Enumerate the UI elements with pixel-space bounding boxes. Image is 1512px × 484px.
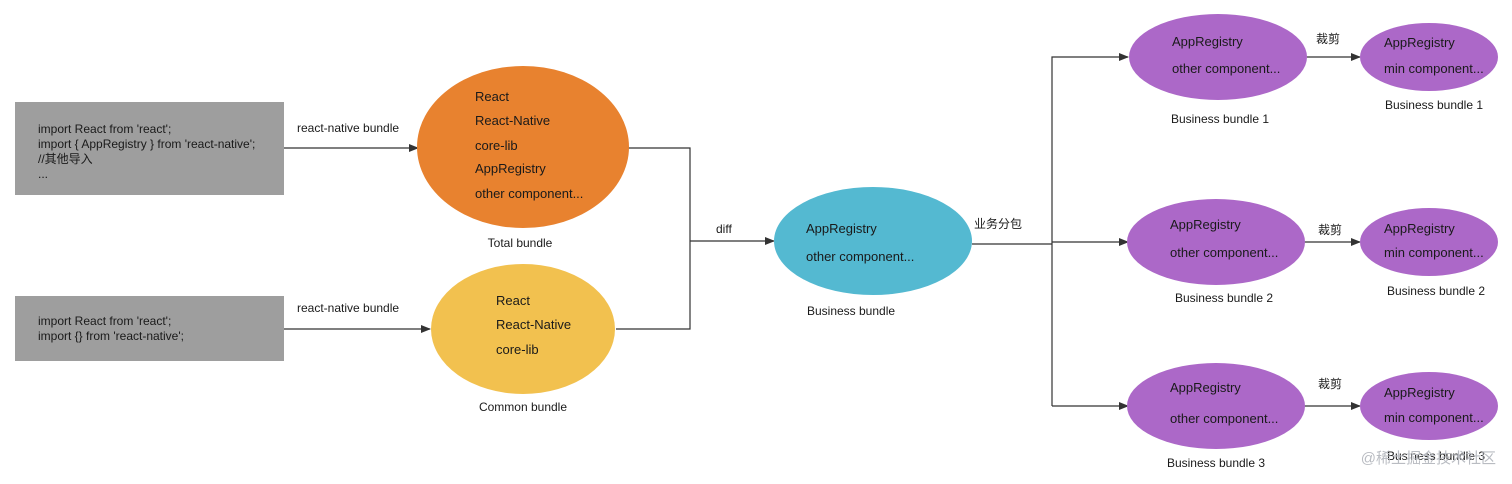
node-item: React: [475, 89, 509, 104]
edge-label-trim-3: 裁剪: [1318, 376, 1342, 391]
node-item: AppRegistry: [1172, 34, 1243, 49]
code-line: import { AppRegistry } from 'react-nativ…: [38, 137, 255, 151]
edge-label-diff: diff: [716, 222, 732, 236]
full-import-box: import React from 'react'; import { AppR…: [15, 102, 284, 195]
business-bundle-2-node: AppRegistry other component... Business …: [1127, 199, 1305, 305]
business-bundle-3-ellipse: [1127, 363, 1305, 449]
code-line: //其他导入: [38, 152, 93, 166]
node-caption: Business bundle: [807, 304, 895, 318]
node-item: other component...: [1170, 411, 1278, 426]
business-bundle-2-ellipse: [1127, 199, 1305, 285]
common-bundle-node: React React-Native core-lib Common bundl…: [431, 264, 615, 414]
node-caption: Business bundle 2: [1387, 284, 1485, 298]
business-bundle-3-node: AppRegistry other component... Business …: [1127, 363, 1305, 470]
edge-label-rn-bundle-bottom: react-native bundle: [297, 301, 399, 315]
node-caption: Common bundle: [479, 400, 567, 414]
min-bundle-1-ellipse: [1360, 23, 1498, 91]
node-item: AppRegistry: [1384, 35, 1455, 50]
node-item: AppRegistry: [1170, 380, 1241, 395]
common-bundle-ellipse: [431, 264, 615, 394]
watermark-text: @稀土掘金技术社区: [1361, 450, 1496, 467]
business-bundle-ellipse: [774, 187, 972, 295]
code-line: ...: [38, 167, 48, 181]
business-bundle-1-node: AppRegistry other component... Business …: [1129, 14, 1307, 126]
node-item: React: [496, 293, 530, 308]
total-bundle-ellipse: [417, 66, 629, 228]
code-line: import React from 'react';: [38, 122, 171, 136]
node-item: other component...: [475, 186, 583, 201]
node-caption: Business bundle 3: [1387, 449, 1485, 463]
node-item: other component...: [806, 249, 914, 264]
edge-total-to-diff: [616, 147, 691, 330]
node-item: core-lib: [496, 342, 539, 357]
node-item: other component...: [1172, 61, 1280, 76]
node-item: min component...: [1384, 410, 1484, 425]
code-line: import React from 'react';: [38, 314, 171, 328]
code-line: import {} from 'react-native';: [38, 329, 184, 343]
edge-label-trim-2: 裁剪: [1318, 222, 1342, 237]
node-item: React-Native: [496, 317, 571, 332]
node-item: AppRegistry: [1170, 217, 1241, 232]
edge-label-split: 业务分包: [974, 216, 1022, 231]
node-caption: Business bundle 1: [1385, 98, 1483, 112]
node-caption: Business bundle 1: [1171, 112, 1269, 126]
edge-label-trim-1: 裁剪: [1316, 31, 1340, 46]
common-import-box-bg: [15, 296, 284, 361]
node-caption: Total bundle: [488, 236, 553, 250]
min-bundle-3-ellipse: [1360, 372, 1498, 440]
node-item: min component...: [1384, 245, 1484, 260]
node-item: min component...: [1384, 61, 1484, 76]
common-import-box: import React from 'react'; import {} fro…: [15, 296, 284, 361]
node-item: AppRegistry: [475, 161, 546, 176]
edge-label-rn-bundle-top: react-native bundle: [297, 121, 399, 135]
min-bundle-2-node: AppRegistry min component... Business bu…: [1360, 208, 1498, 298]
edge-split-to-b1: [1051, 53, 1129, 406]
full-import-box-bg: [15, 102, 284, 195]
total-bundle-node: React React-Native core-lib AppRegistry …: [417, 66, 629, 250]
min-bundle-3-node: AppRegistry min component... Business bu…: [1360, 372, 1498, 463]
business-bundle-node: AppRegistry other component... Business …: [774, 187, 972, 318]
business-bundle-1-ellipse: [1129, 14, 1307, 100]
node-item: other component...: [1170, 245, 1278, 260]
min-bundle-2-ellipse: [1360, 208, 1498, 276]
node-item: React-Native: [475, 113, 550, 128]
edges: [284, 53, 1361, 410]
node-caption: Business bundle 2: [1175, 291, 1273, 305]
node-caption: Business bundle 3: [1167, 456, 1265, 470]
min-bundle-1-node: AppRegistry min component... Business bu…: [1360, 23, 1498, 112]
node-item: AppRegistry: [806, 221, 877, 236]
node-item: core-lib: [475, 138, 518, 153]
node-item: AppRegistry: [1384, 385, 1455, 400]
node-item: AppRegistry: [1384, 221, 1455, 236]
